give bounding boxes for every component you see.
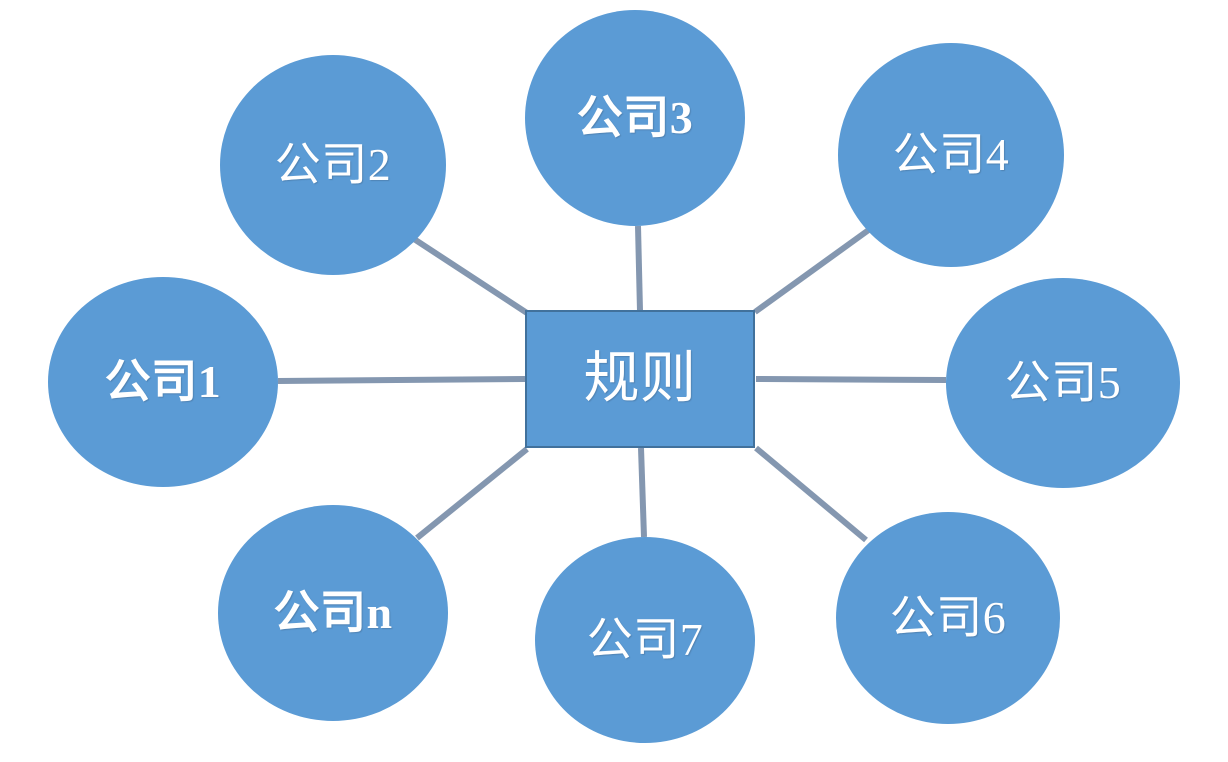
connector-line <box>277 376 526 384</box>
connector-line <box>753 226 872 315</box>
node-label-company-3: 公司3 <box>576 91 694 143</box>
node-label-company-5: 公司5 <box>1004 356 1122 408</box>
connector-line <box>755 376 947 383</box>
node-label-company-1: 公司1 <box>104 355 222 407</box>
node-company-6[interactable]: 公司6 <box>836 512 1060 724</box>
node-company-2[interactable]: 公司2 <box>220 55 446 275</box>
node-company-7[interactable]: 公司7 <box>535 537 755 743</box>
node-company-5[interactable]: 公司5 <box>946 278 1180 488</box>
node-company-n[interactable]: 公司n <box>218 505 448 721</box>
node-company-3[interactable]: 公司3 <box>525 10 745 226</box>
connector-line <box>635 225 643 312</box>
connector-line <box>638 447 647 538</box>
connector-line <box>754 445 868 543</box>
center-node-center-rule[interactable]: 规则 <box>525 310 755 448</box>
node-label-company-4: 公司4 <box>892 128 1010 180</box>
connector-line <box>412 236 529 316</box>
center-node-label: 规则 <box>583 347 697 410</box>
node-company-4[interactable]: 公司4 <box>838 43 1064 267</box>
node-label-company-6: 公司6 <box>889 591 1007 643</box>
node-label-company-7: 公司7 <box>586 613 704 665</box>
node-label-company-n: 公司n <box>273 586 393 638</box>
connector-line <box>415 446 529 541</box>
node-company-1[interactable]: 公司1 <box>48 277 278 487</box>
node-label-company-2: 公司2 <box>274 138 392 190</box>
